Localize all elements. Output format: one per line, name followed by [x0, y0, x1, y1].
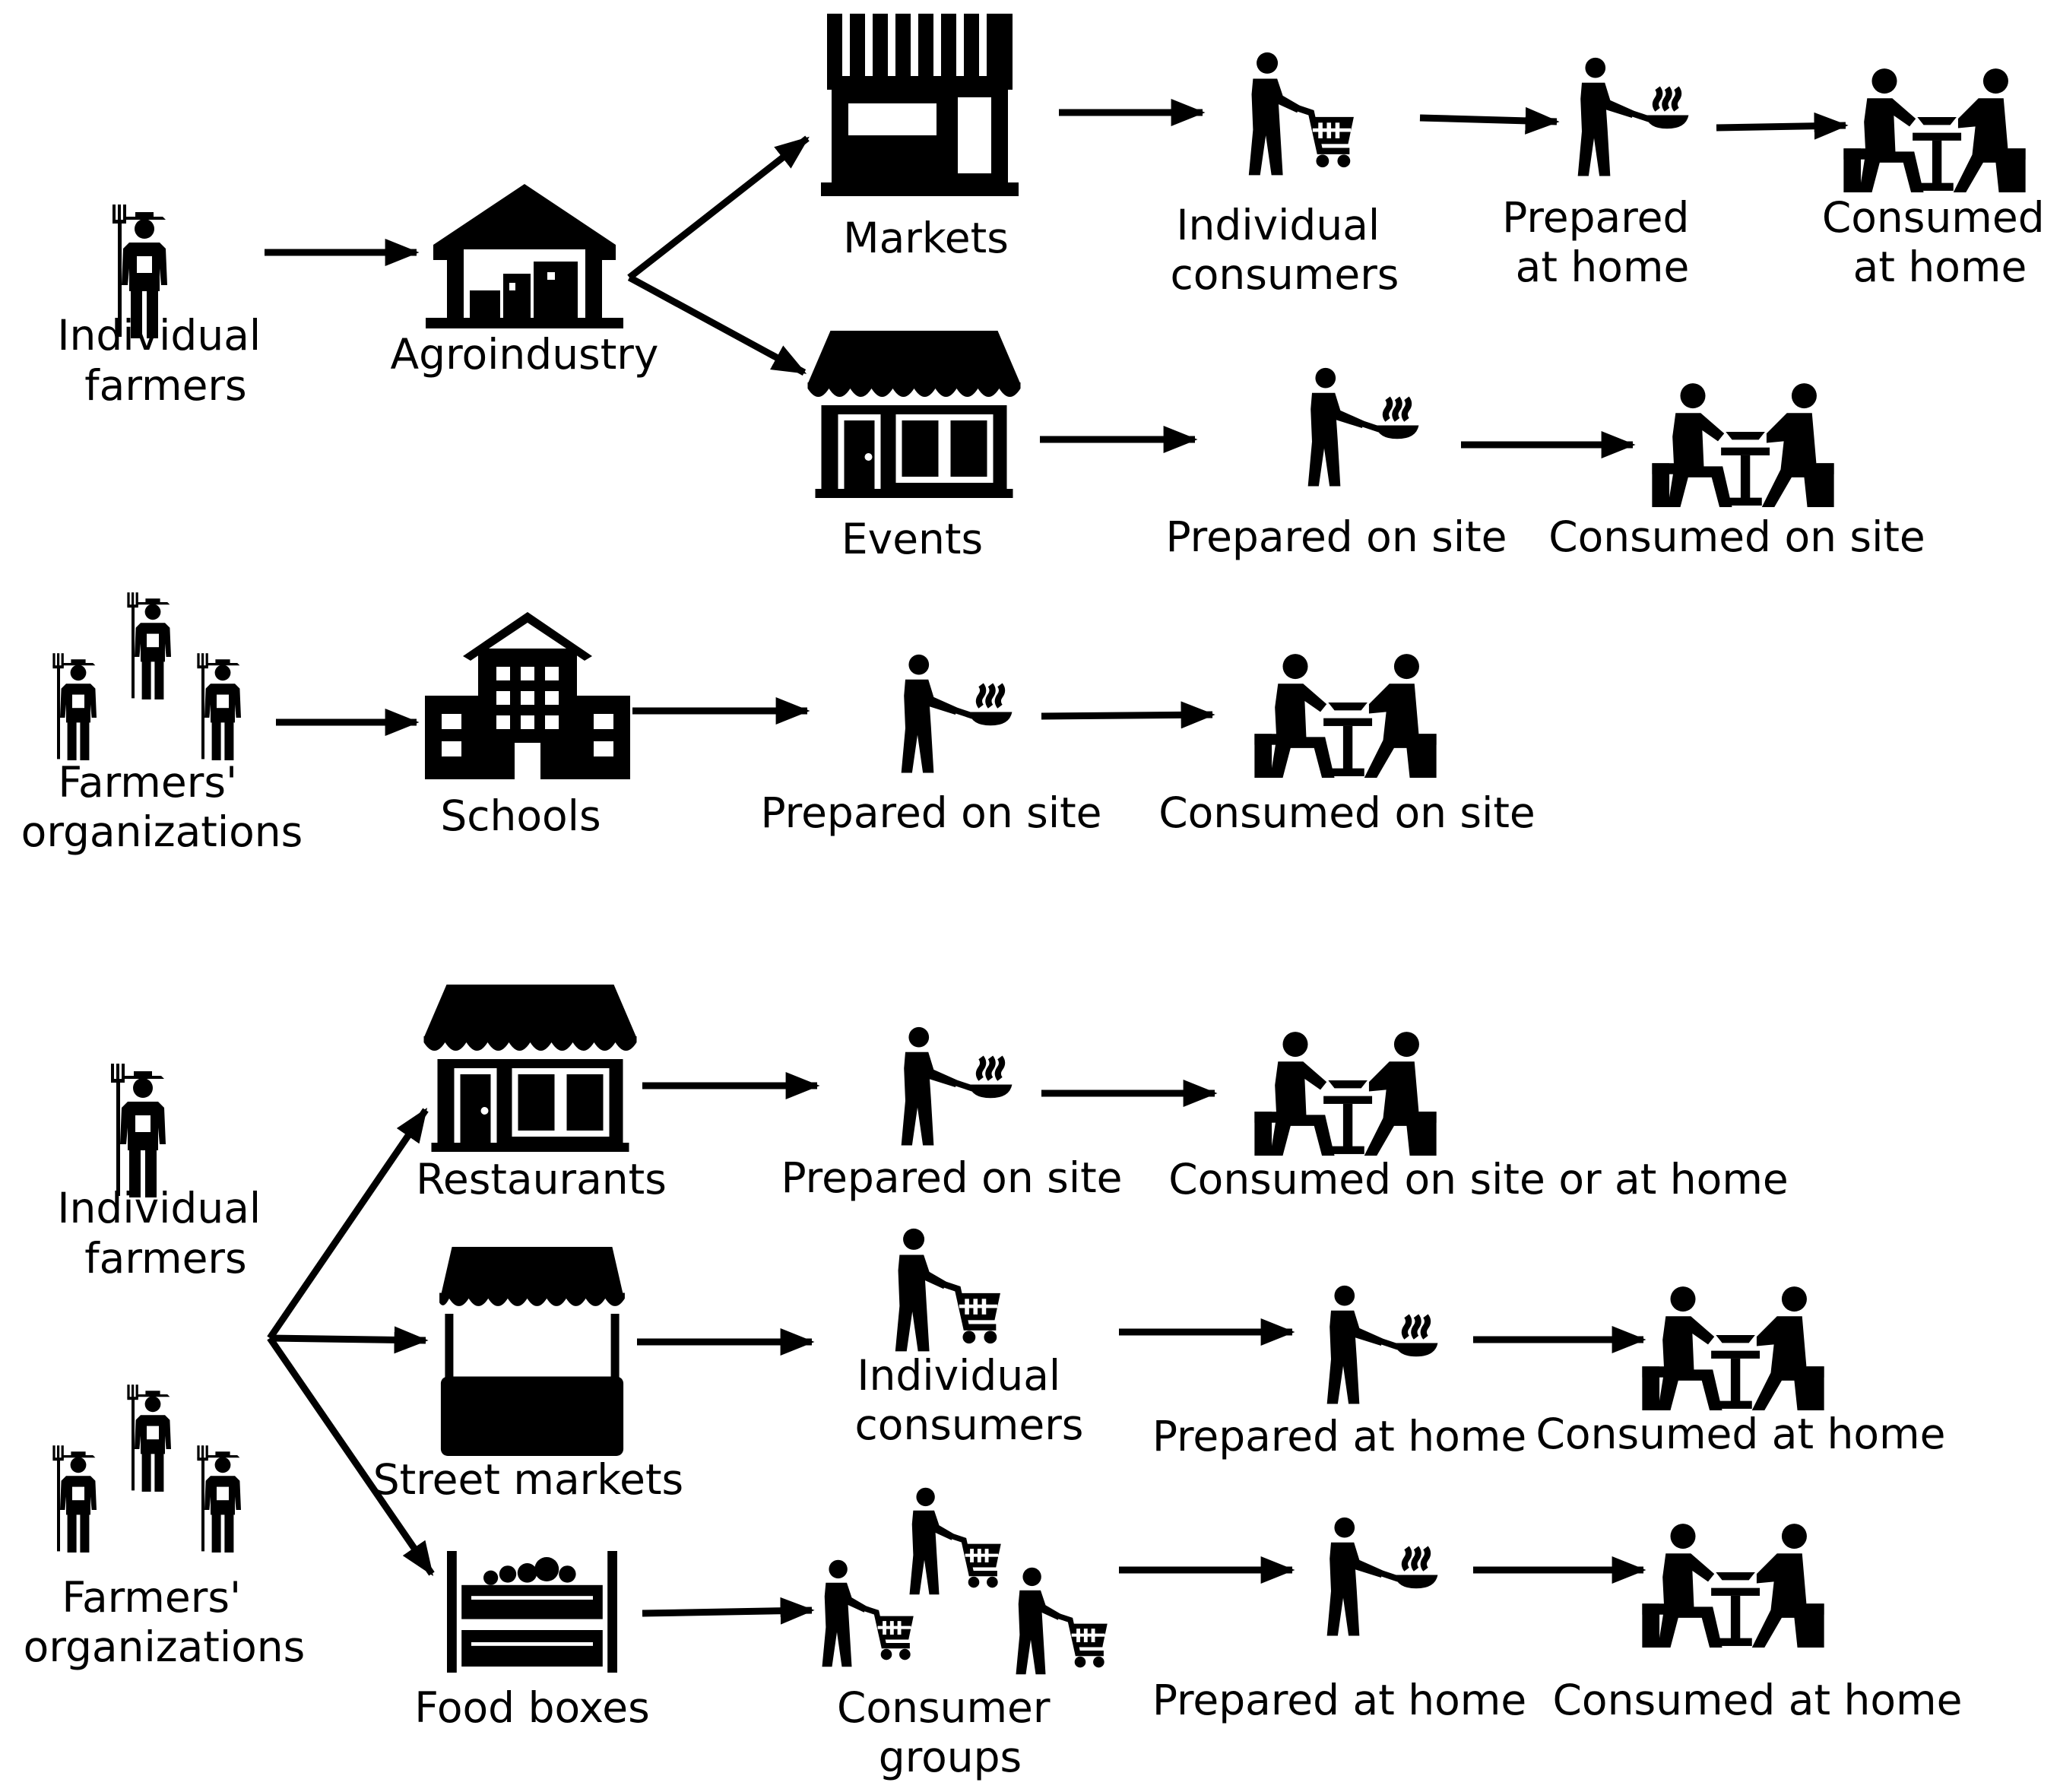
cook-pan-icon — [902, 1027, 1013, 1146]
label-consumed-on-site: Consumed on site — [1158, 788, 1535, 837]
label-schools: Schools — [440, 791, 601, 840]
arrow — [1716, 112, 1849, 140]
dining-people-icon — [1843, 68, 2026, 192]
shopper-cart-icon — [822, 1560, 914, 1667]
label-farmers-organizations: Farmers' organizations — [21, 758, 303, 856]
flow-arrows — [265, 99, 1849, 1625]
arrow — [267, 1108, 429, 1340]
label-consumer-groups: Consumer groups — [837, 1683, 1063, 1781]
label-consumed-at-home: Consumed at home — [1536, 1410, 1946, 1458]
arrow — [627, 135, 810, 281]
label-consumed-at-home: Consumed at home — [1822, 193, 2058, 291]
cook-pan-icon — [902, 655, 1013, 773]
street-stall-icon — [439, 1247, 625, 1456]
label-consumed-on-site-or-at-home: Consumed on site or at home — [1168, 1155, 1788, 1204]
shopper-cart-icon — [1016, 1568, 1108, 1675]
label-restaurants: Restaurants — [416, 1155, 667, 1204]
factory-icon — [426, 184, 623, 328]
arrow — [642, 1597, 815, 1625]
market-store-icon — [821, 14, 1019, 196]
label-individual-farmers: Individual farmers — [57, 1184, 274, 1283]
label-prepared-at-home: Prepared at home — [1152, 1676, 1526, 1724]
shop-icon — [423, 985, 637, 1152]
label-prepared-on-site: Prepared on site — [760, 788, 1101, 837]
label-prepared-at-home: Prepared at home — [1502, 193, 1703, 291]
label-prepared-on-site: Prepared on site — [1165, 512, 1507, 561]
arrow — [1419, 106, 1560, 135]
arrow — [267, 1336, 435, 1576]
labels: Individual farmers Agroindustry Markets … — [21, 193, 2058, 1781]
food-box-icon — [447, 1551, 617, 1673]
label-consumed-at-home: Consumed at home — [1553, 1676, 1963, 1724]
label-prepared-on-site: Prepared on site — [781, 1153, 1122, 1202]
arrow — [269, 1326, 429, 1354]
label-individual-farmers: Individual farmers — [57, 311, 274, 410]
dining-people-icon — [1254, 1032, 1437, 1156]
cook-pan-icon — [1308, 368, 1419, 487]
label-street-markets: Street markets — [373, 1455, 683, 1504]
cook-pan-icon — [1327, 1518, 1438, 1636]
farmers-group-icon — [52, 592, 241, 760]
label-consumed-on-site: Consumed on site — [1548, 512, 1925, 561]
farmers-group-icon — [52, 1384, 241, 1553]
dining-people-icon — [1642, 1524, 1824, 1648]
label-individual-consumers: Individual consumers — [855, 1351, 1084, 1449]
label-food-boxes: Food boxes — [414, 1683, 650, 1732]
arrow — [627, 274, 807, 376]
dining-people-icon — [1652, 383, 1834, 507]
shopper-cart-icon — [895, 1229, 1000, 1351]
cook-pan-icon — [1578, 58, 1689, 176]
label-markets: Markets — [843, 214, 1009, 262]
shop-icon — [807, 331, 1021, 498]
shopper-cart-icon — [910, 1488, 1001, 1595]
school-icon — [425, 612, 630, 779]
label-events: Events — [841, 515, 983, 563]
label-agroindustry: Agroindustry — [391, 330, 659, 379]
cook-pan-icon — [1327, 1286, 1438, 1404]
label-prepared-at-home: Prepared at home — [1152, 1412, 1526, 1461]
dining-people-icon — [1254, 654, 1437, 778]
farmer-icon — [111, 1064, 166, 1197]
shopper-cart-icon — [1249, 52, 1354, 175]
label-individual-consumers: Individual consumers — [1171, 201, 1399, 299]
label-farmers-organizations: Farmers' organizations — [24, 1573, 306, 1671]
dining-people-icon — [1642, 1286, 1824, 1410]
arrow — [1041, 701, 1215, 729]
